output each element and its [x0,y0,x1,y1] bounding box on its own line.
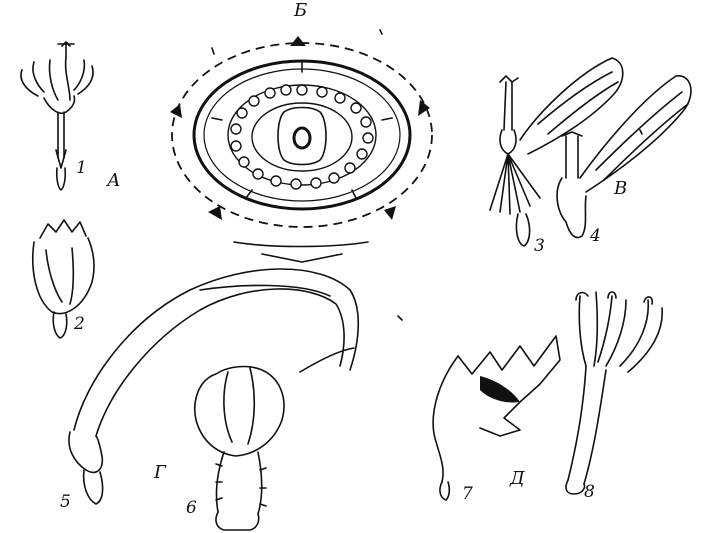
label-number-6: 6 [186,500,197,517]
label-number-3: 3 [534,238,545,255]
flower-8-drawing [566,292,662,494]
flower-6-drawing [195,367,284,530]
label-number-7: 7 [462,486,473,503]
label-letter-D: Д [510,470,525,488]
flower-5-drawing [69,269,358,504]
label-letter-A: А [107,172,121,190]
floral-diagram [170,36,432,262]
label-number-2: 2 [74,316,85,333]
label-number-5: 5 [60,494,71,511]
label-number-8: 8 [584,484,595,501]
flower-3-drawing [490,58,623,246]
label-letter-B: Б [294,2,307,20]
label-number-1: 1 [76,160,87,177]
label-letter-G: Г [154,464,166,482]
flower-4-drawing [557,76,691,238]
label-number-4: 4 [590,228,601,245]
flower-7-drawing [433,336,560,500]
label-letter-V: В [614,180,627,198]
